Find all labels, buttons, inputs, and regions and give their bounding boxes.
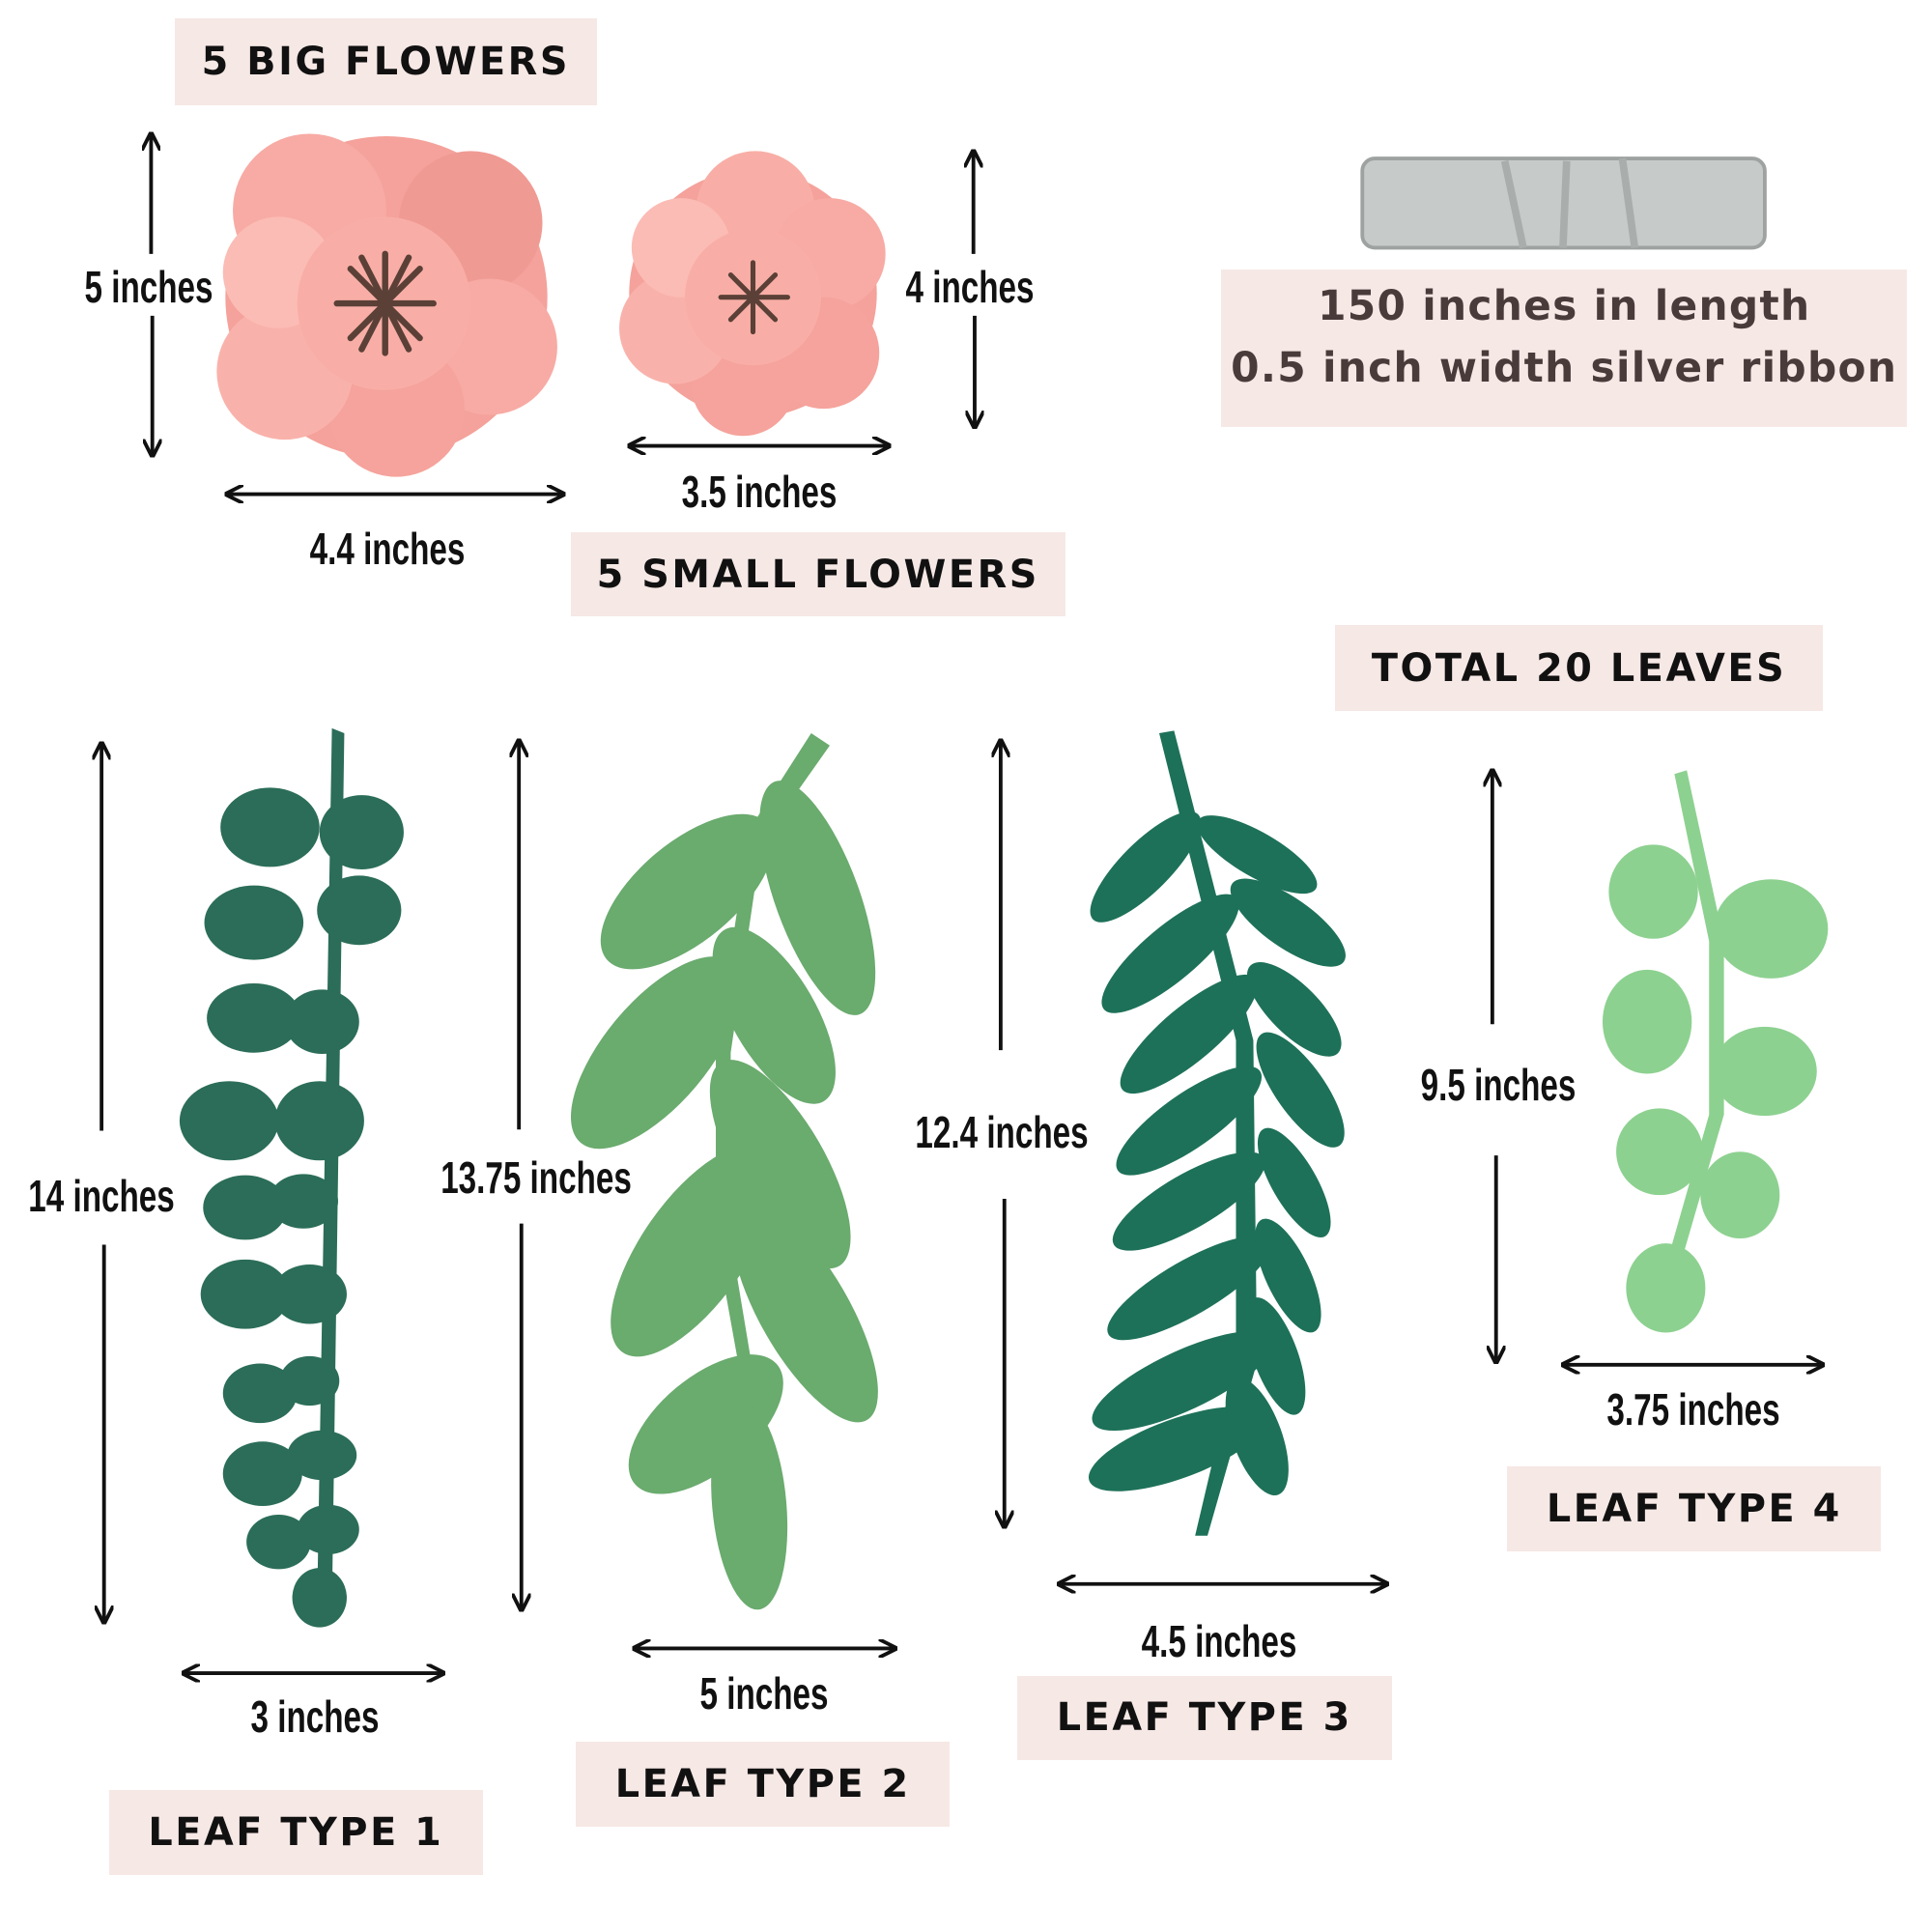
big-flower-height: 5 inches — [84, 262, 213, 313]
small-flowers-label: 5 SMALL FLOWERS — [571, 532, 1065, 617]
leaf-1-width: 3 inches — [250, 1690, 380, 1742]
leaf-4-width: 3.75 inches — [1605, 1383, 1780, 1435]
leaf-type-4-label: LEAF TYPE 4 — [1507, 1465, 1882, 1552]
leaf-type-3-image — [1088, 730, 1346, 1536]
leaf-3-width: 4.5 inches — [1141, 1615, 1296, 1666]
leaf-4-height: 9.5 inches — [1420, 1060, 1577, 1111]
big-flowers-label: 5 BIG FLOWERS — [174, 18, 597, 105]
ribbon-length-text: 150 inches in length — [1318, 281, 1811, 329]
leaf-3-height: 12.4 inches — [915, 1106, 1089, 1157]
leaf-type-1-image — [179, 727, 404, 1628]
silver-ribbon-image — [1360, 156, 1767, 250]
leaf-type-1-label: LEAF TYPE 1 — [108, 1789, 483, 1875]
ribbon-description: 150 inches in length 0.5 inch width silv… — [1221, 270, 1908, 428]
big-flower-width: 4.4 inches — [309, 523, 466, 574]
big-flower-image — [216, 133, 557, 477]
total-leaves-label: TOTAL 20 LEAVES — [1335, 625, 1824, 711]
leaf-type-4-image — [1602, 770, 1829, 1333]
ribbon-width-text: 0.5 inch width silver ribbon — [1231, 343, 1898, 391]
leaf-type-2-image — [570, 732, 878, 1610]
small-flower-width: 3.5 inches — [681, 466, 838, 517]
leaf-1-height: 14 inches — [28, 1171, 175, 1222]
leaf-2-width: 5 inches — [699, 1667, 829, 1719]
leaf-type-2-label: LEAF TYPE 2 — [576, 1741, 951, 1827]
dimension-arrows — [101, 133, 1823, 1673]
leaf-2-height: 13.75 inches — [440, 1152, 632, 1204]
leaf-type-3-label: LEAF TYPE 3 — [1016, 1675, 1393, 1760]
small-flower-height: 4 inches — [905, 262, 1035, 313]
small-flower-image — [619, 151, 886, 437]
